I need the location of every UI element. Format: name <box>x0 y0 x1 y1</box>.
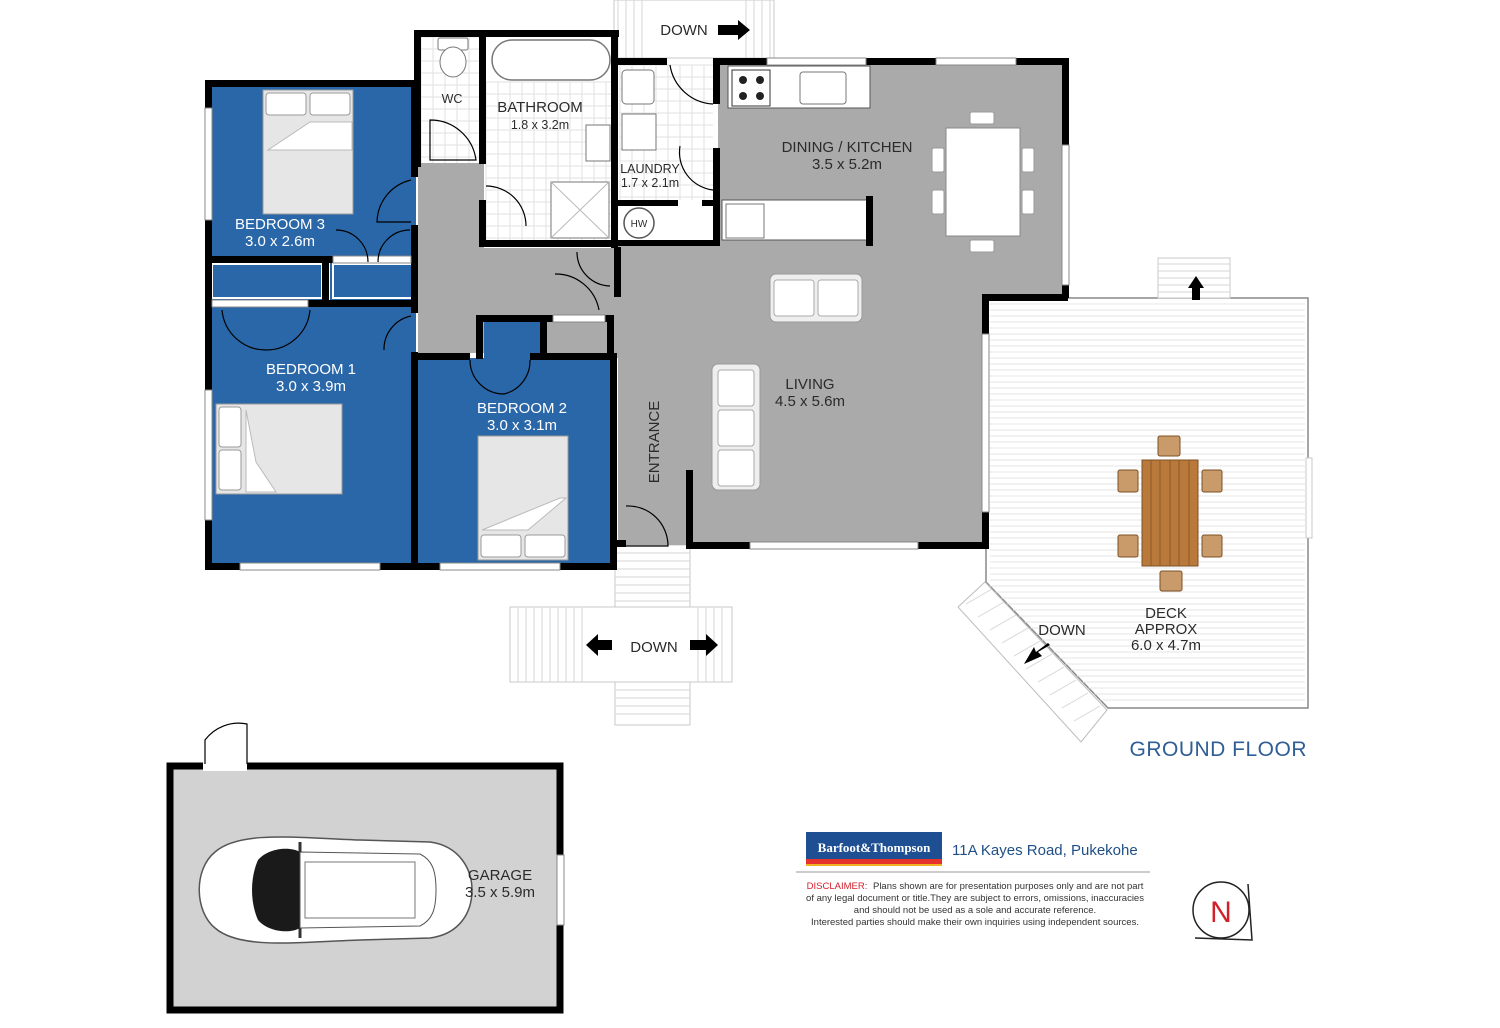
bedroom3-size: 3.0 x 2.6m <box>245 233 315 250</box>
arrow-icons <box>586 20 1204 664</box>
room-labels: BEDROOM 3 3.0 x 2.6m BEDROOM 1 3.0 x 3.9… <box>235 22 1201 901</box>
outdoor-dining-table <box>1117 435 1223 592</box>
bedroom2-size: 3.0 x 3.1m <box>487 417 557 434</box>
entrance-label: ENTRANCE <box>646 401 663 484</box>
bedroom1-size: 3.0 x 3.9m <box>276 378 346 395</box>
deck <box>957 257 1313 743</box>
deck-stairs-label: DOWN <box>1038 622 1086 639</box>
disclaimer: DISCLAIMER: Plans shown are for presenta… <box>806 881 1144 928</box>
disclaimer-line4: Interested parties should make their own… <box>811 917 1139 928</box>
garage <box>166 722 565 1014</box>
garage-name: GARAGE <box>468 867 532 884</box>
brand-logo: Barfoot&Thompson <box>806 832 942 866</box>
top-stairs-label: DOWN <box>660 22 708 39</box>
down-arrow-icon <box>1024 643 1050 664</box>
laundry-name: LAUNDRY <box>620 162 680 176</box>
address: 11A Kayes Road, Pukekohe <box>952 842 1138 859</box>
disclaimer-label: DISCLAIMER: <box>807 881 868 892</box>
brand-logo-text: Barfoot&Thompson <box>818 840 931 855</box>
front-stairs <box>509 544 733 726</box>
disclaimer-line1: Plans shown are for presentation purpose… <box>873 881 1144 892</box>
hot-water-label: HW <box>631 219 648 230</box>
bedroom3-name: BEDROOM 3 <box>235 216 325 233</box>
bathroom-name: BATHROOM <box>497 99 583 116</box>
compass-label: N <box>1210 896 1232 929</box>
up-arrow-icon <box>1188 276 1204 300</box>
laundry-size: 1.7 x 2.1m <box>621 176 679 190</box>
furniture <box>211 37 1035 561</box>
compass-icon: N <box>1192 881 1253 941</box>
bedroom2-name: BEDROOM 2 <box>477 400 567 417</box>
car-icon <box>198 836 473 944</box>
deck-name: DECK <box>1145 605 1187 622</box>
dining-kitchen-name: DINING / KITCHEN <box>782 139 913 156</box>
plan-title: GROUND FLOOR <box>1129 738 1307 761</box>
wc-name: WC <box>442 92 463 106</box>
disclaimer-line2: of any legal document or title.They are … <box>806 893 1144 904</box>
deck-qualifier: APPROX <box>1135 621 1198 638</box>
garage-size: 3.5 x 5.9m <box>465 884 535 901</box>
doors <box>221 64 714 547</box>
down-arrow-icon <box>718 20 750 40</box>
living-name: LIVING <box>785 376 834 393</box>
svg-text:DISCLAIMER: Plans shown: DISCLAIMER: Plans shown are for presenta… <box>807 881 1144 892</box>
down-arrow-icon <box>586 634 612 656</box>
down-arrow-icon <box>690 634 718 656</box>
dining-kitchen-size: 3.5 x 5.2m <box>812 156 882 173</box>
walls <box>205 30 1069 570</box>
front-stairs-label: DOWN <box>630 639 678 656</box>
windows <box>204 57 1070 571</box>
disclaimer-line3: and should not be used as a sole and acc… <box>854 905 1096 916</box>
living-size: 4.5 x 5.6m <box>775 393 845 410</box>
deck-size: 6.0 x 4.7m <box>1131 637 1201 654</box>
bedroom1-name: BEDROOM 1 <box>266 361 356 378</box>
bathroom-size: 1.8 x 3.2m <box>511 118 569 132</box>
